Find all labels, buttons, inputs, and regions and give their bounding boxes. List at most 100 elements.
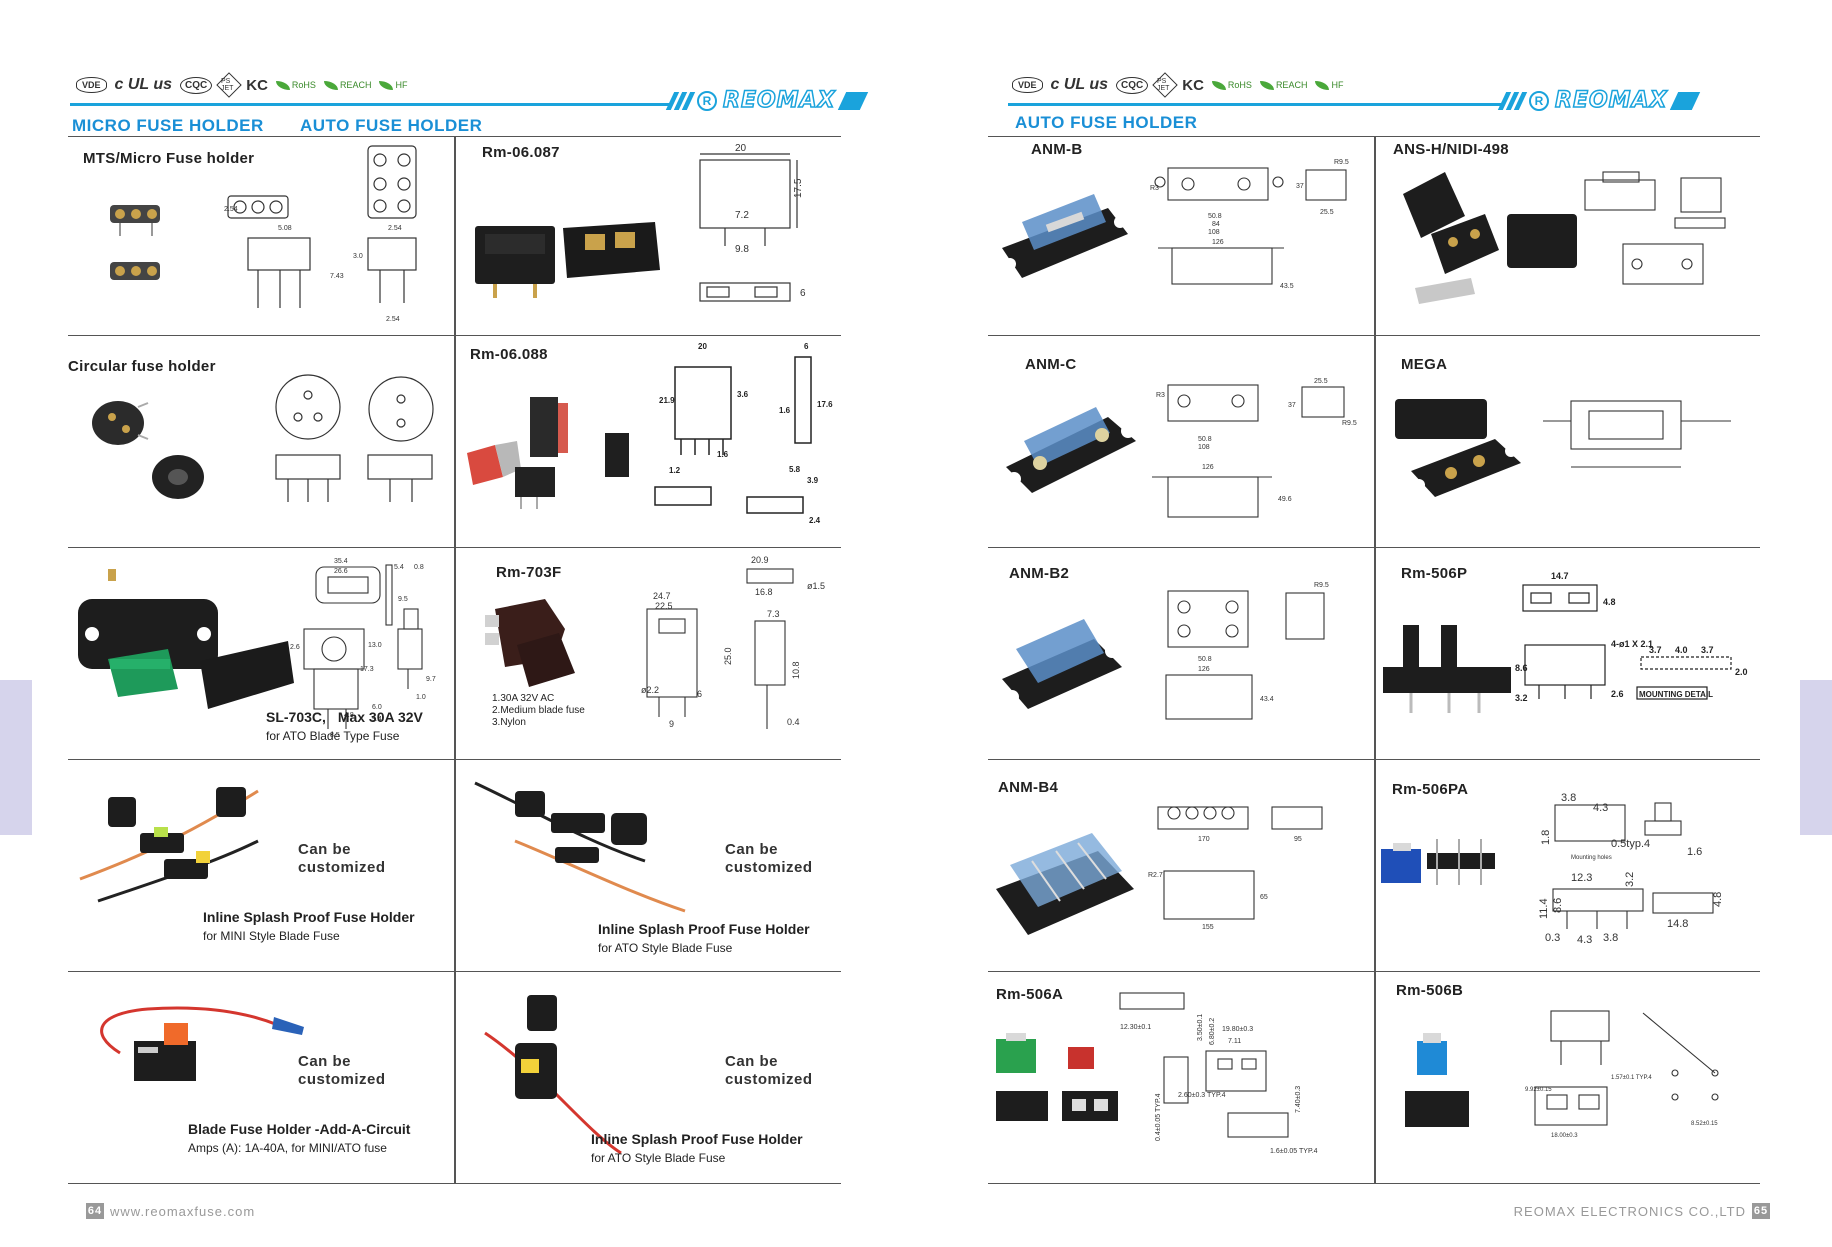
sl703c-model: SL-703C <box>266 709 323 725</box>
product-title: ANM-C <box>1025 356 1077 373</box>
section-title-micro: MICRO FUSE HOLDER <box>72 116 264 135</box>
dim-label: 2.54 <box>224 206 238 213</box>
rm703f-drawing: 20.9 16.8 24.7 22.5 7.3 25.0 10.8 9 6 0.… <box>485 555 825 729</box>
dim-label: 37 <box>1296 183 1304 190</box>
inline-mini-photo <box>79 787 259 903</box>
dim-label: 2.6 <box>1611 689 1624 699</box>
product-anm-b: ANM-B R3 50.8 84 108 126 37 25.5 R9.5 43… <box>988 138 1374 335</box>
dim-label: 3.8 <box>1603 932 1618 944</box>
website-link[interactable]: www.reomaxfuse.com <box>110 1203 256 1219</box>
rm06088-dims <box>654 356 812 514</box>
product-title: MEGA <box>1401 356 1448 373</box>
dim-label: 9.4 <box>372 716 382 723</box>
ans-h-photo <box>1403 172 1577 304</box>
section-title-auto: AUTO FUSE HOLDER <box>1015 113 1198 132</box>
dim-label: 12.30±0.1 <box>1120 1024 1151 1031</box>
dim-label: 170 <box>1198 836 1210 843</box>
dim-label: 35.4 <box>334 558 348 565</box>
dim-label: 6.80±0.2 <box>1209 1018 1216 1045</box>
rm506p-dims <box>1522 584 1732 700</box>
dim-label: 2.6 <box>290 644 300 651</box>
sl703c-label: SL-703C, Max 30A 32V <box>266 709 423 725</box>
dim-label: R2.7 <box>1148 872 1163 879</box>
mts-photo-2 <box>110 262 160 280</box>
cqc-logo: CQC <box>1116 76 1149 94</box>
dim-label: 43.4 <box>1260 696 1274 703</box>
side-tab-right <box>1800 680 1832 835</box>
rm703f-notes: 1.30A 32V AC 2.Medium blade fuse 3.Nylon <box>492 693 585 729</box>
dim-label: 4.3 <box>1577 934 1592 946</box>
product-title: ANM-B <box>1031 141 1083 158</box>
ans-h-dims <box>1584 171 1726 285</box>
rm06088-photo <box>467 397 629 509</box>
dim-label: 4.8 <box>1603 597 1616 607</box>
ul-logo: c UL us <box>114 76 173 93</box>
mts-drawing: 2.54 5.08 2.54 3.0 7.43 2.54 <box>110 145 417 323</box>
dim-label: 1.2 <box>669 466 681 475</box>
dim-label: 7.11 <box>1228 1038 1241 1045</box>
mounting-detail-label: MOUNTING DETAIL <box>1639 690 1713 699</box>
dim-label: 20 <box>735 143 747 154</box>
rm06087-dims <box>699 153 798 302</box>
kc-logo: KC <box>1182 76 1204 94</box>
dim-label: 50.8 <box>1198 656 1212 663</box>
dim-label: 4.8 <box>344 712 354 719</box>
dim-label: 4.3 <box>1593 802 1608 814</box>
dim-label: 2.4 <box>809 516 821 525</box>
product-title: Rm-506PA <box>1392 781 1469 798</box>
rm506pa-drawing: 3.8 4.3 1.8 0.5typ.4 1.6 12.3 3.2 11.4 8… <box>1381 792 1724 946</box>
dim-label: 14.7 <box>1551 571 1569 581</box>
anm-b2-drawing: 50.8 126 R9.5 43.4 <box>1002 582 1329 720</box>
anm-b4-drawing: 170 95 R2.7 155 65 <box>996 806 1323 935</box>
dim-label: 3.0 <box>353 253 363 260</box>
product-title: ANM-B4 <box>998 779 1059 796</box>
rm703f-note-2: 2.Medium blade fuse <box>492 705 585 716</box>
dim-label: 7.3 <box>767 609 780 619</box>
rm06088-drawing: 20 6 21.9 3.6 1.2 1.6 1.6 17.6 5.8 3.9 2… <box>467 342 833 525</box>
dim-label: 13.0 <box>368 642 382 649</box>
dim-label: 5.08 <box>278 225 292 232</box>
dim-label: 9.5 <box>398 596 408 603</box>
dim-label: 12.3 <box>1571 872 1592 884</box>
brand-logo: R REOMAX <box>665 87 868 114</box>
rm506a-photo <box>996 1033 1118 1121</box>
mega-dims <box>1543 400 1731 468</box>
brand-name: REOMAX <box>722 87 836 114</box>
dim-label: 20.9 <box>751 555 769 565</box>
anm-c-drawing: R3 50.8 108 126 37 25.5 R9.5 49.6 <box>1006 378 1357 518</box>
product-desc: for MINI Style Blade Fuse <box>203 929 340 943</box>
dim-label: 9 <box>669 719 674 729</box>
anm-b-dims <box>1154 167 1347 285</box>
dim-label: 126 <box>1212 239 1224 246</box>
mts-front-view <box>227 145 417 308</box>
dim-label: 1.57±0.1 TYP.4 <box>1611 1075 1652 1081</box>
anm-b-drawing: R3 50.8 84 108 126 37 25.5 R9.5 43.5 <box>1002 159 1349 290</box>
product-title: Rm-06.087 <box>482 144 560 161</box>
dim-label: 10.8 <box>791 661 801 679</box>
dim-label: 50.8 <box>1208 213 1222 220</box>
dim-label: 16.8 <box>755 587 773 597</box>
dim-label: R9.5 <box>1342 420 1357 427</box>
dim-label: 1.6±0.05 TYP.4 <box>1270 1148 1318 1155</box>
product-title: Blade Fuse Holder -Add-A-Circuit <box>188 1121 411 1137</box>
dim-label: 3.2 <box>1624 872 1636 887</box>
section-title-auto: AUTO FUSE HOLDER <box>300 116 483 135</box>
product-title: Rm-06.088 <box>470 346 548 363</box>
rm06087-drawing: 20 17.5 7.2 9.8 6 <box>475 143 806 302</box>
brand-end-mark <box>1669 91 1700 110</box>
rm506b-drawing: 9.92±0.15 1.57±0.1 TYP.4 18.00±0.3 8.52±… <box>1405 1010 1719 1139</box>
brand-slashes <box>665 91 696 110</box>
dim-label: 3.2 <box>1515 693 1528 703</box>
anm-c-dims <box>1152 384 1345 518</box>
product-rm06088: Rm-06.088 20 6 21.9 3.6 1.2 1.6 1.6 17.6… <box>455 337 841 547</box>
product-title: Inline Splash Proof Fuse Holder <box>203 909 415 925</box>
dim-label: 1.6 <box>1687 846 1702 858</box>
product-title: Rm-506P <box>1401 565 1468 582</box>
inline-ato-2-photo <box>484 995 622 1155</box>
dim-label: 1.6 <box>779 406 791 415</box>
product-anm-c: ANM-C R3 50.8 108 126 37 25.5 R9.5 49.6 <box>988 337 1374 547</box>
certification-logos: VDE c UL us CQC PS JET KC RoHS REACH HF <box>76 72 407 98</box>
dim-label: 19.80±0.3 <box>1222 1026 1253 1033</box>
